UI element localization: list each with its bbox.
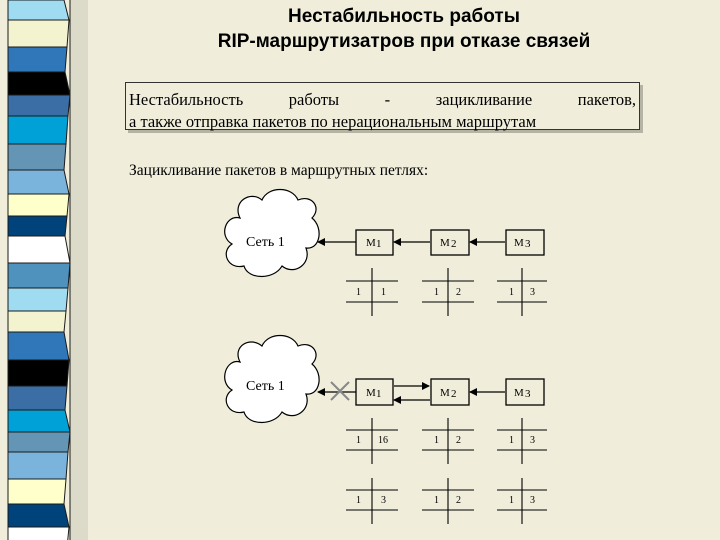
router-m1-index: 1 — [376, 238, 382, 250]
decorative-stripe — [7, 0, 88, 540]
table-m3-s2b-dest: 1 — [509, 495, 514, 506]
router-m3-s2: М 3 — [505, 378, 545, 406]
table-m2-metric: 2 — [456, 287, 461, 298]
scenario-1: Сеть 1 М 1 М 2 М 3 1 1 — [224, 188, 547, 316]
router-m3-s2-letter: М — [514, 387, 524, 399]
router-m3-letter: М — [514, 237, 524, 249]
network-label-1: Сеть 1 — [246, 235, 285, 250]
router-m2-index: 2 — [451, 238, 457, 250]
network-cloud-2 — [224, 334, 320, 424]
table-m3-s2b-metric: 3 — [530, 495, 535, 506]
routing-table-m2-s2b: 1 2 — [422, 478, 474, 524]
router-m2-letter: М — [440, 237, 450, 249]
network-label-2: Сеть 1 — [246, 379, 285, 394]
info-text-line1: Нестабильность работы - зацикливание пак… — [129, 90, 636, 109]
table-m3-metric: 3 — [530, 287, 535, 298]
routing-table-m3-s2a: 1 3 — [497, 418, 547, 464]
router-m3: М 3 — [505, 229, 545, 256]
routing-table-m2: 1 2 — [422, 268, 474, 316]
section-subtitle: Зацикливание пакетов в маршрутных петлях… — [129, 162, 429, 179]
router-m2-s2-index: 2 — [451, 388, 457, 400]
table-m1-s2b-metric: 3 — [381, 495, 386, 506]
table-m3-s2a-dest: 1 — [509, 435, 514, 446]
network-cloud-1 — [224, 188, 320, 278]
link-failure-mark — [330, 381, 350, 401]
table-m1-s2a-dest: 1 — [356, 435, 361, 446]
table-m1-s2b-dest: 1 — [356, 495, 361, 506]
table-m3-s2a-metric: 3 — [530, 435, 535, 446]
router-m2: М 2 — [430, 229, 470, 256]
routing-table-m3-s2b: 1 3 — [497, 478, 547, 524]
routing-table-m2-s2a: 1 2 — [422, 418, 474, 464]
routing-table-m1: 1 1 — [346, 268, 398, 316]
table-m1-dest: 1 — [356, 287, 361, 298]
routing-table-m1-s2a: 1 16 — [346, 418, 398, 464]
table-m2-s2a-dest: 1 — [434, 435, 439, 446]
routing-table-m3: 1 3 — [497, 268, 547, 316]
slide-title-line1: Нестабильность работы — [288, 6, 520, 27]
router-m3-index: 3 — [525, 238, 531, 250]
scenario-2: Сеть 1 М 1 М 2 М 3 1 1 — [224, 334, 547, 524]
router-m1-letter: М — [366, 237, 376, 249]
router-m3-s2-index: 3 — [525, 388, 531, 400]
table-m2-s2a-metric: 2 — [456, 435, 461, 446]
router-m1-s2-index: 1 — [376, 388, 382, 400]
info-text-line2: а также отправка пакетов по нерациональн… — [129, 112, 537, 131]
table-m1-s2a-metric: 16 — [378, 435, 388, 446]
table-m3-dest: 1 — [509, 287, 514, 298]
info-box: Нестабильность работы - зацикливание пак… — [125, 82, 640, 131]
router-m2-s2-letter: М — [440, 387, 450, 399]
table-m2-s2b-metric: 2 — [456, 495, 461, 506]
table-m2-s2b-dest: 1 — [434, 495, 439, 506]
table-m1-metric: 1 — [381, 287, 386, 298]
slide-title-line2: RIP-маршрутизатров при отказе связей — [217, 31, 591, 52]
router-m1-s2-letter: М — [366, 387, 376, 399]
routing-table-m1-s2b: 1 3 — [346, 478, 398, 524]
router-m2-s2: М 2 — [430, 378, 470, 406]
table-m2-dest: 1 — [434, 287, 439, 298]
router-m1: М 1 — [355, 229, 394, 256]
router-m1-s2: М 1 — [355, 378, 394, 406]
